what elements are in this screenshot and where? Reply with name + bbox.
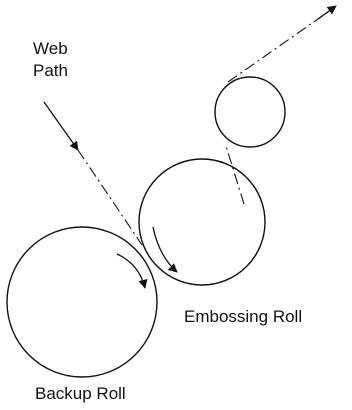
web-path-arrow <box>43 101 79 151</box>
web-path-outgoing-line <box>227 11 329 83</box>
backup-roll-label: Backup Roll <box>35 384 126 403</box>
web-path-incoming-line <box>77 149 143 246</box>
backup-roll <box>6 226 158 378</box>
web-path-connector-line <box>225 145 245 205</box>
web-path-label-line1: Web <box>33 39 68 58</box>
web-path-exit-arrow <box>317 5 337 20</box>
idler-roll <box>214 76 286 148</box>
embossing-roll-label: Embossing Roll <box>184 307 303 326</box>
embossing-roll <box>138 158 266 286</box>
embossing-roll-rotation-arrow <box>152 226 178 273</box>
web-path-label-line2: Path <box>33 61 68 80</box>
backup-roll-rotation-arrow <box>116 253 148 289</box>
